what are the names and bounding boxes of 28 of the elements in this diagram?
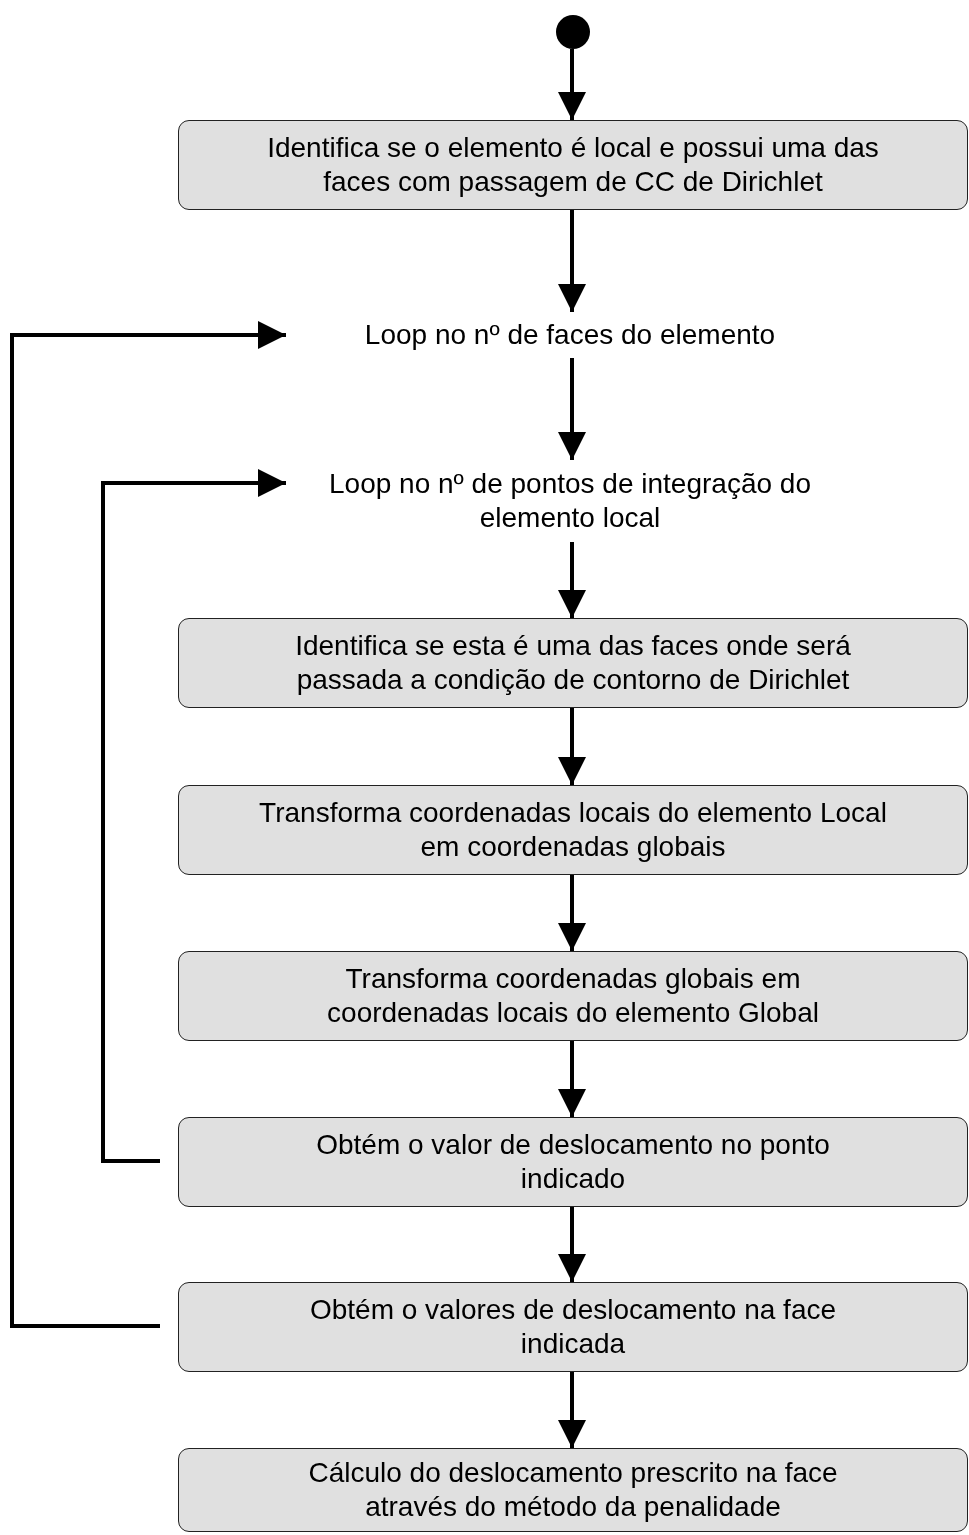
- arrow: [558, 1372, 586, 1448]
- arrow: [101, 469, 286, 1163]
- loop-label: Loop no nº de pontos de integração do elemento local: [328, 467, 812, 535]
- arrow: [558, 49, 586, 120]
- start-node: [556, 15, 590, 49]
- arrow: [558, 1041, 586, 1117]
- process-box: [178, 618, 968, 708]
- step-text: Identifica se o elemento é local e possui uma das faces com passagem de CC de Dirichlet: [266, 131, 880, 199]
- arrow: [558, 358, 586, 460]
- process-box: [178, 1117, 968, 1207]
- arrow: [558, 210, 586, 312]
- arrow: [558, 875, 586, 951]
- step-text: Transforma coordenadas globais em coordenadas locais do elemento Global: [326, 962, 820, 1030]
- step-text: Transforma coordenadas locais do elemento Local em coordenadas globais: [258, 796, 888, 864]
- arrow: [10, 321, 286, 1328]
- step-text: Obtém o valor de deslocamento no ponto indicado: [315, 1128, 831, 1196]
- arrow: [558, 1207, 586, 1282]
- process-box: [178, 951, 968, 1041]
- step-text: Obtém o valores de deslocamento na face indicada: [308, 1293, 838, 1361]
- arrow: [558, 542, 586, 618]
- arrow: [558, 708, 586, 785]
- step-text: Cálculo do deslocamento prescrito na face através do método da penalidade: [307, 1456, 839, 1524]
- process-box: [178, 785, 968, 875]
- process-box: [178, 120, 968, 210]
- process-box: [178, 1282, 968, 1372]
- step-text: Identifica se esta é uma das faces onde será passada a condição de contorno de Dirichlet: [294, 629, 852, 697]
- process-box: [178, 1448, 968, 1532]
- loop-label: Loop no nº de faces do elemento: [364, 318, 776, 352]
